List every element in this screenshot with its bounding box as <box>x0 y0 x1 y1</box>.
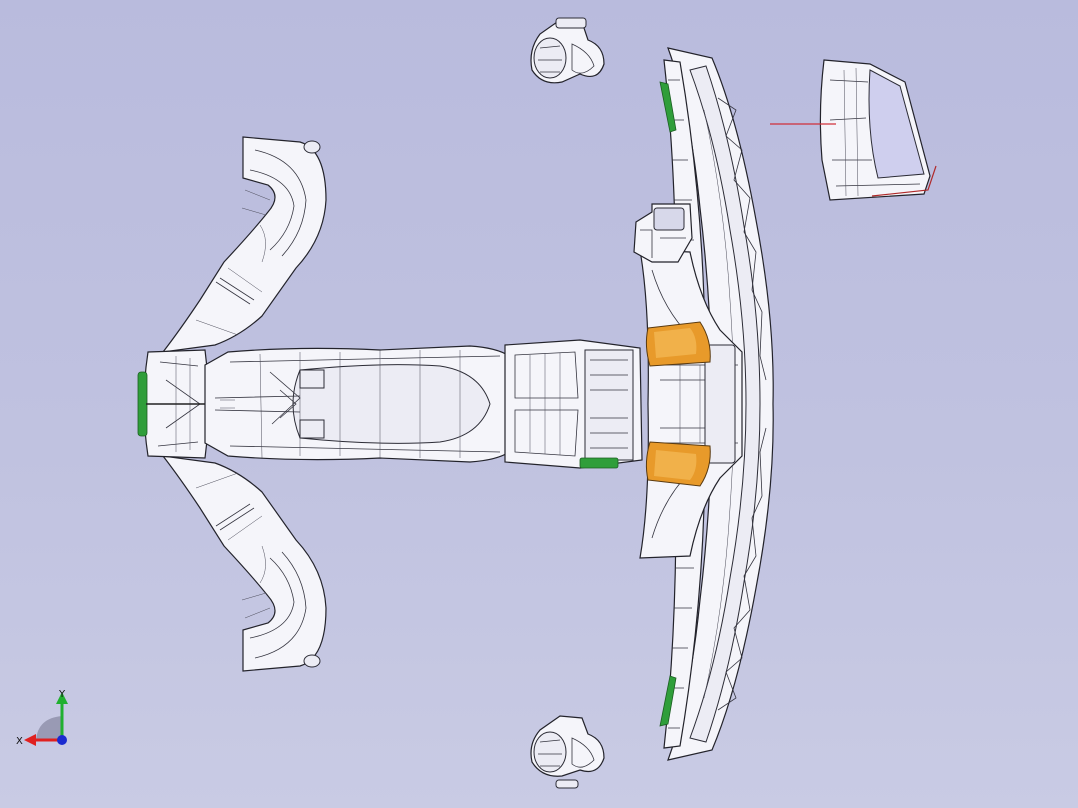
main-curved-panel[interactable] <box>633 47 774 761</box>
duct-lower-branch[interactable] <box>161 455 327 672</box>
separate-housing[interactable] <box>770 59 937 201</box>
duct-upper-branch[interactable] <box>161 136 327 353</box>
hub-green-flange <box>137 371 148 437</box>
triad-y-label: Y <box>58 689 66 700</box>
vent-nozzle-bottom[interactable] <box>530 715 605 789</box>
triad-z-axis <box>57 735 67 745</box>
triad-origin-shade <box>36 716 62 740</box>
left-duct-assembly[interactable] <box>137 136 327 672</box>
triad-x-label: X <box>16 736 23 747</box>
vent-nozzle-top[interactable] <box>530 17 605 84</box>
connector-block[interactable] <box>504 339 643 469</box>
axis-triad[interactable]: Y X <box>16 689 68 747</box>
central-channel[interactable] <box>204 345 513 463</box>
